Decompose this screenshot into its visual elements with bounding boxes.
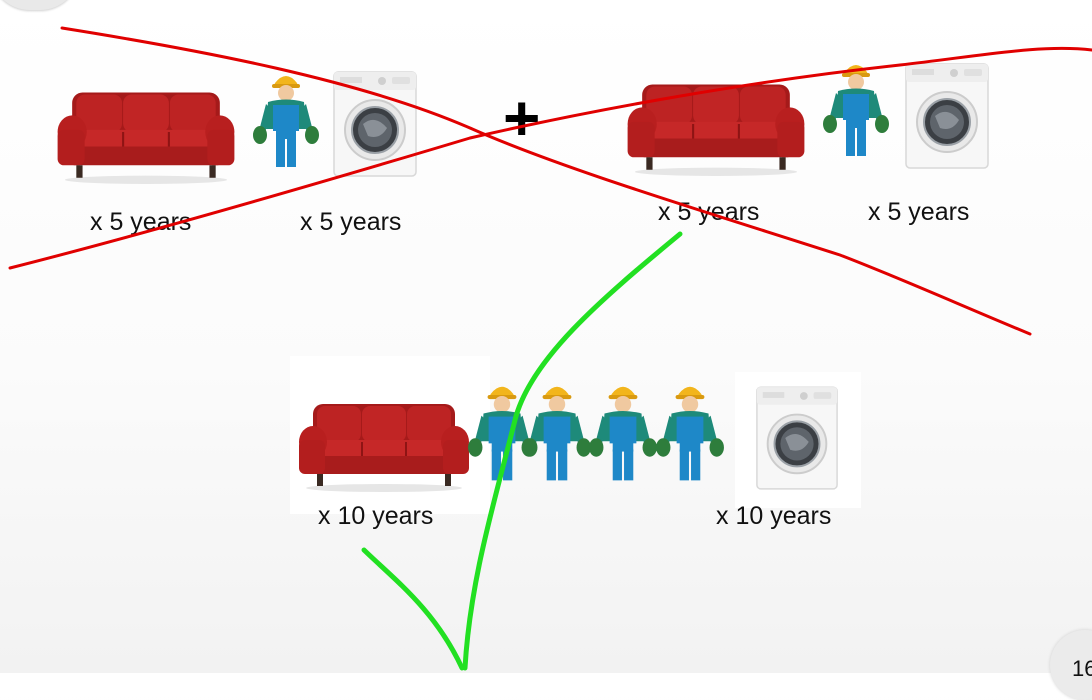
washing-machine-icon: [905, 63, 989, 169]
page-number: 16: [1072, 656, 1092, 681]
sofa-icon: [298, 403, 470, 492]
sofa-duration-label: x 10 years: [318, 502, 434, 530]
washing-machine-icon: [755, 386, 839, 490]
worker-icon: [823, 65, 889, 156]
washer-duration-label: x 5 years: [300, 208, 402, 236]
plus-operator: +: [503, 82, 541, 154]
sofa-duration-label: x 5 years: [90, 208, 192, 236]
sofa-icon: [626, 83, 806, 176]
worker-icon: [589, 386, 657, 481]
washing-machine-icon: [333, 71, 417, 177]
washer-duration-label: x 5 years: [868, 198, 970, 226]
green-check-stroke: [361, 547, 465, 671]
sofa-duration-label: x 5 years: [658, 198, 760, 226]
page-number-badge: 16: [1050, 630, 1092, 700]
worker-icon: [253, 76, 319, 167]
washer-duration-label: x 10 years: [716, 502, 832, 530]
worker-icon: [523, 386, 591, 481]
worker-icon: [656, 386, 724, 481]
corner-shape: [0, 0, 80, 10]
sofa-icon: [56, 91, 236, 184]
